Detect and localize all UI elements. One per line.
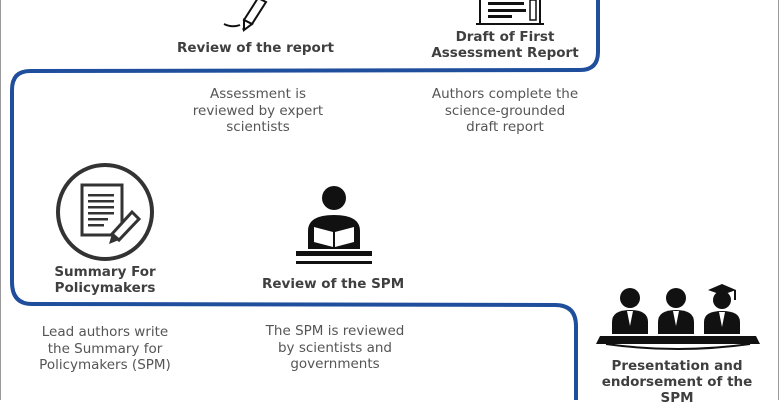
document-icon xyxy=(476,0,544,25)
summary-title-line-1: Summary For xyxy=(54,264,156,280)
review-report-title: Review of the report xyxy=(177,40,334,56)
summary-desc-line-2: the Summary for xyxy=(47,340,163,357)
draft-report-title: Draft of First Assessment Report xyxy=(430,29,580,61)
draft-desc-line-3: draft report xyxy=(466,119,544,135)
spm-review-title-text: Review of the SPM xyxy=(262,276,405,292)
draft-desc-line-1: Authors complete the xyxy=(431,86,579,102)
review-report-title-text: Review of the report xyxy=(177,40,334,56)
spm-review-title: Review of the SPM xyxy=(262,276,404,292)
draft-desc-line-2: science-grounded xyxy=(444,102,566,119)
review-desc-line-1: Assessment is xyxy=(209,86,307,102)
summary-desc-line-3: Policymakers (SPM) xyxy=(39,357,171,373)
spm-review-description: The SPM is reviewed by scientists and go… xyxy=(255,323,415,373)
spm-review-desc-line-3: governments xyxy=(290,356,380,372)
presentation-title-line-3: SPM xyxy=(660,390,694,406)
panel-of-people-icon xyxy=(596,284,760,350)
review-desc-line-2: reviewed by expert xyxy=(192,102,324,119)
spm-review-desc-line-1: The SPM is reviewed xyxy=(265,323,405,339)
document-with-pen-icon xyxy=(56,163,154,261)
person-reading-icon xyxy=(296,186,372,264)
summary-title: Summary For Policymakers xyxy=(40,264,170,296)
draft-title-line-2: Assessment Report xyxy=(431,45,579,61)
spm-review-desc-line-2: by scientists and xyxy=(277,339,392,356)
presentation-title-line-2: endorsement of the xyxy=(601,374,753,390)
summary-desc-line-1: Lead authors write xyxy=(41,324,169,340)
review-report-description: Assessment is reviewed by expert scienti… xyxy=(178,86,338,136)
presentation-title-line-1: Presentation and xyxy=(611,358,743,374)
presentation-title: Presentation and endorsement of the SPM xyxy=(592,358,762,406)
pencil-icon xyxy=(223,0,268,32)
summary-description: Lead authors write the Summary for Polic… xyxy=(25,324,185,374)
summary-title-line-2: Policymakers xyxy=(54,280,156,296)
draft-report-description: Authors complete the science-grounded dr… xyxy=(420,86,590,136)
review-desc-line-3: scientists xyxy=(226,119,290,135)
draft-title-line-1: Draft of First xyxy=(455,29,555,45)
